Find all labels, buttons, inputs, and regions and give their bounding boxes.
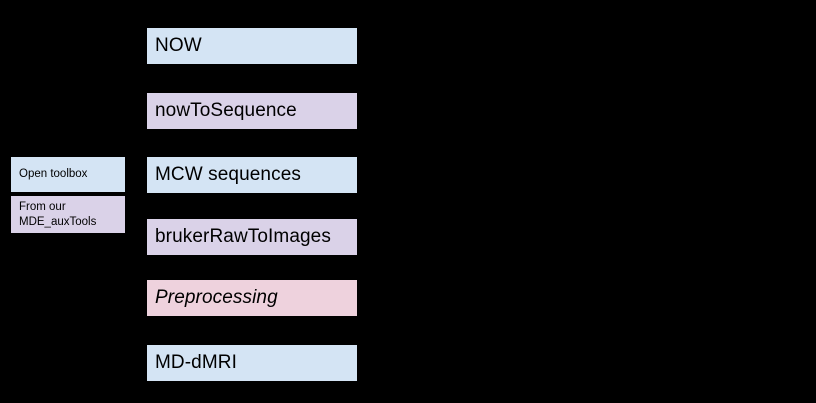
pipeline-node-md-dmri-label: MD-dMRI bbox=[155, 352, 237, 374]
pipeline-node-brukerrawtoimages: brukerRawToImages bbox=[147, 219, 357, 255]
legend-item-mde-auxtools: From our MDE_auxTools bbox=[11, 196, 125, 233]
legend-item-open-toolbox: Open toolbox bbox=[11, 157, 125, 192]
pipeline-node-preprocessing-label: Preprocessing bbox=[155, 287, 278, 309]
pipeline-node-nowtosequence-label: nowToSequence bbox=[155, 100, 297, 122]
legend-mde-auxtools-label: From our MDE_auxTools bbox=[19, 201, 97, 228]
legend-open-toolbox-label: Open toolbox bbox=[19, 167, 88, 180]
pipeline-node-now: NOW bbox=[147, 28, 357, 64]
pipeline-node-mcw-sequences: MCW sequences bbox=[147, 157, 357, 193]
pipeline-node-brukerrawtoimages-label: brukerRawToImages bbox=[155, 226, 331, 248]
pipeline-node-preprocessing: Preprocessing bbox=[147, 280, 357, 316]
pipeline-node-nowtosequence: nowToSequence bbox=[147, 93, 357, 129]
pipeline-node-now-label: NOW bbox=[155, 35, 202, 57]
pipeline-node-md-dmri: MD-dMRI bbox=[147, 345, 357, 381]
pipeline-node-mcw-sequences-label: MCW sequences bbox=[155, 164, 301, 186]
